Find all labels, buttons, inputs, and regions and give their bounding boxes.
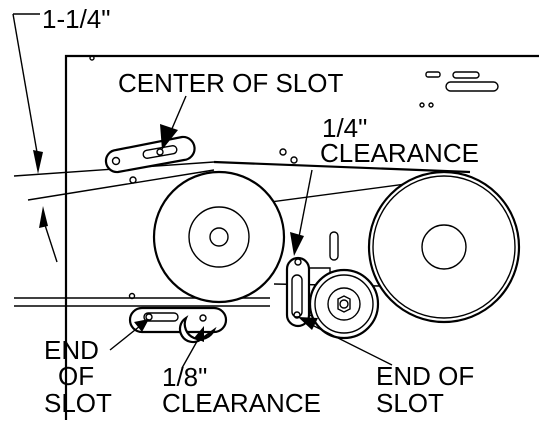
leader-eighth-clearance — [181, 326, 204, 369]
label-eighth-clearance-value: 1/8" — [162, 362, 207, 392]
leader-end-of-slot-right — [298, 317, 393, 366]
leader-quarter-clearance — [290, 169, 313, 256]
label-eighth-clearance-text: CLEARANCE — [162, 388, 321, 418]
label-center-of-slot: CENTER OF SLOT — [118, 68, 343, 98]
housing-detail-parts — [419, 71, 499, 108]
tensioner-assembly — [285, 231, 380, 340]
label-end-of-slot-left-3: SLOT — [44, 388, 112, 418]
drive-pulley — [152, 170, 286, 304]
leader-center-of-slot — [160, 95, 187, 150]
label-end-of-slot-right-1: END OF — [376, 361, 474, 391]
leader-end-of-slot-left — [109, 319, 149, 351]
upper-slotted-bracket — [104, 135, 196, 184]
mounting-holes — [128, 148, 298, 300]
label-end-of-slot-left-1: END — [44, 335, 99, 365]
driven-pulley — [367, 170, 521, 324]
dimension-belt-deflection — [12, 13, 58, 263]
label-end-of-slot-left-2: OF — [58, 361, 94, 391]
label-end-of-slot-right-2: SLOT — [376, 388, 444, 418]
label-quarter-clearance-value: 1/4" — [322, 113, 367, 143]
label-belt-offset: 1-1/4" — [42, 4, 111, 34]
label-quarter-clearance-text: CLEARANCE — [320, 138, 479, 168]
lower-slotted-bracket — [128, 306, 228, 344]
